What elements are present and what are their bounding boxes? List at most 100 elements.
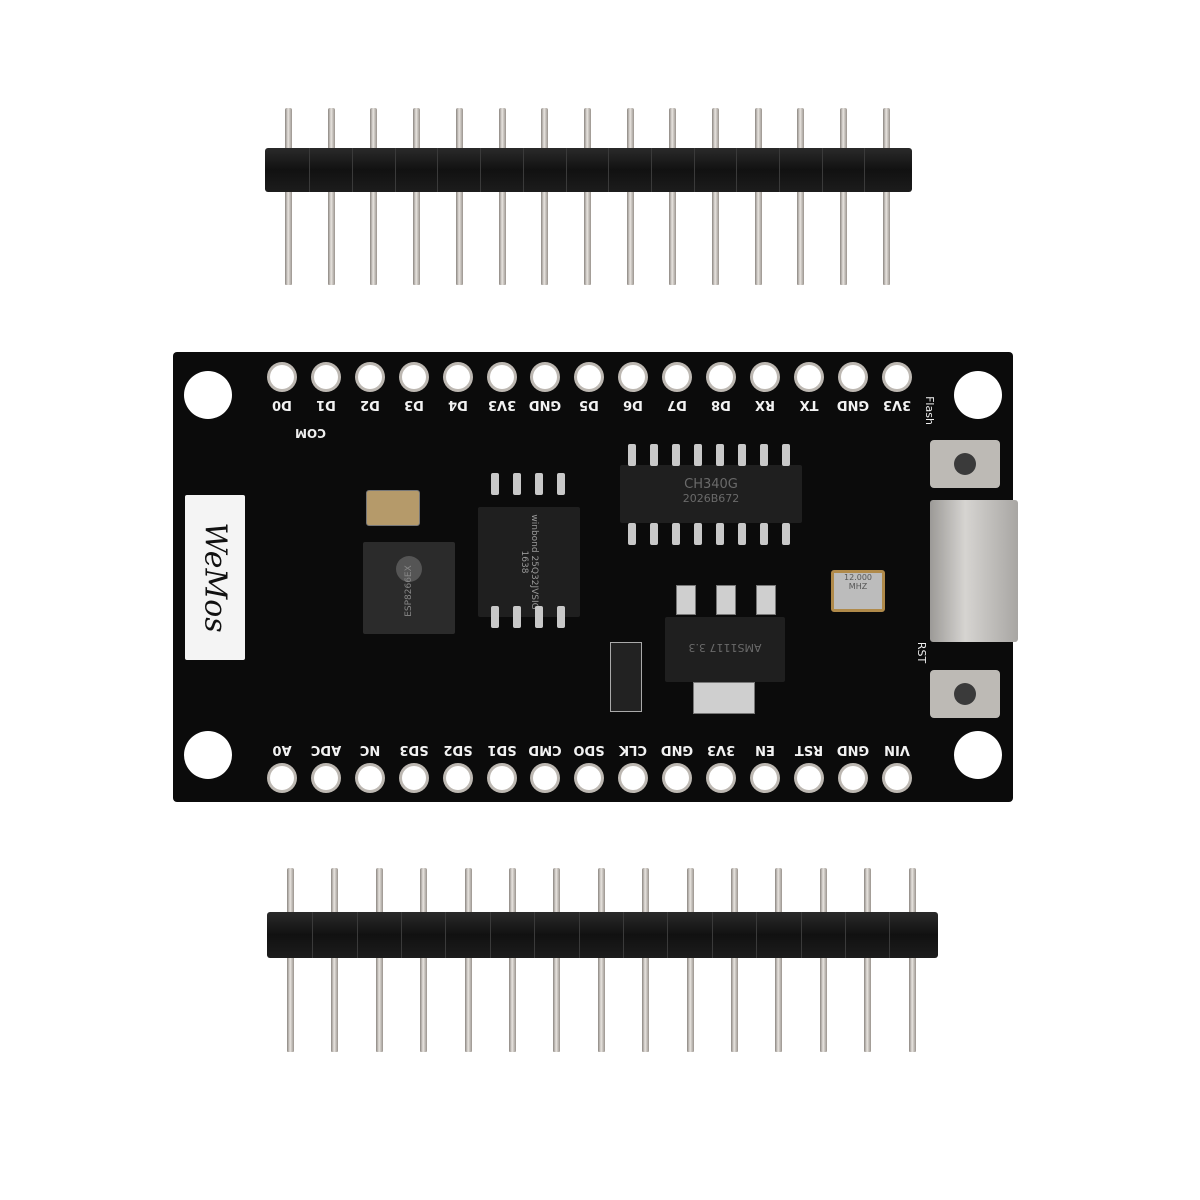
pin-hole: [445, 766, 470, 790]
chip-leg: [491, 473, 499, 495]
chip-leg: [782, 523, 790, 545]
pin-label: SD2: [443, 742, 473, 757]
header-pin: [420, 868, 428, 1052]
header-divider: [623, 912, 624, 958]
chip-leg: [716, 523, 724, 545]
header-pin: [287, 868, 294, 1052]
chip-leg: [557, 473, 565, 495]
pin-hole: [840, 766, 865, 790]
pin-hole: [270, 365, 294, 389]
header-divider: [693, 148, 695, 192]
mounting-hole: [184, 731, 232, 779]
pin-label: TX: [799, 397, 819, 412]
header-divider: [779, 148, 781, 192]
pin-hole: [533, 365, 558, 389]
header-divider: [845, 912, 846, 958]
pin-hole: [313, 365, 338, 389]
header-pin: [455, 108, 463, 285]
header-pin: [754, 108, 762, 285]
header-divider: [650, 148, 652, 192]
micro-usb-port[interactable]: [930, 500, 1018, 642]
pin-label: GND: [660, 742, 694, 757]
header-pin: [331, 868, 339, 1052]
chip-leg: [716, 444, 724, 466]
pin-label: D0: [272, 397, 292, 412]
header-pin: [597, 868, 605, 1052]
pin-hole: [752, 766, 777, 790]
reset-button[interactable]: [930, 670, 1000, 718]
pin-label: EN: [755, 742, 775, 757]
header-divider: [401, 912, 402, 958]
chip-leg: [738, 444, 746, 466]
pin-hole: [577, 766, 602, 790]
header-pin: [819, 868, 827, 1052]
flash-chip: winbond 25Q32JVSIG 1638: [478, 507, 580, 617]
pin-label: RX: [754, 397, 775, 412]
pin-label: ADC: [310, 742, 342, 757]
pin-hole: [577, 365, 602, 389]
header-divider: [522, 148, 524, 192]
header-divider: [800, 912, 802, 958]
header-divider: [352, 148, 354, 192]
pin-hole: [665, 365, 690, 389]
esp-chip-text: ESP8266EX: [404, 565, 414, 617]
pin-label: D1: [315, 397, 336, 412]
header-pin: [464, 868, 472, 1052]
pin-label: CMD: [528, 742, 563, 757]
chip-leg: [694, 523, 702, 545]
pin-hole: [357, 766, 382, 790]
header-divider: [394, 148, 396, 192]
flash-button[interactable]: [930, 440, 1000, 488]
mounting-hole: [954, 731, 1002, 779]
pin-label: A0: [272, 742, 292, 757]
wemos-logo: WeMos: [185, 495, 245, 660]
pin-hole: [489, 766, 514, 790]
crystal-12mhz: 12.000 MHZ: [831, 570, 885, 612]
pin-label: D5: [579, 397, 600, 412]
com-label: COM: [295, 426, 326, 440]
pin-hole: [796, 365, 821, 389]
chip-leg: [782, 444, 790, 466]
mounting-hole: [954, 371, 1002, 419]
pin-label: GND: [529, 397, 562, 412]
pin-hole: [270, 766, 294, 790]
pin-label: D8: [711, 397, 731, 412]
pin-hole: [884, 766, 909, 790]
chip-leg: [628, 523, 636, 545]
pin-label: GND: [836, 742, 869, 757]
header-divider: [578, 912, 580, 958]
header-pin: [553, 868, 561, 1052]
pin-label: NC: [359, 742, 381, 757]
regulator-tab: [693, 682, 755, 714]
crystal-text: 12.000 MHZ: [844, 573, 872, 591]
chip-leg: [738, 523, 746, 545]
pin-hole: [709, 766, 733, 790]
pin-hole: [709, 365, 733, 389]
regulator-pad: [676, 585, 696, 615]
chip-leg: [513, 606, 521, 628]
header-divider: [667, 912, 669, 958]
header-pin: [642, 868, 650, 1052]
chip-leg: [672, 444, 680, 466]
pin-hole: [884, 365, 909, 389]
header-pin: [686, 868, 694, 1052]
pin-hole: [313, 766, 338, 790]
header-divider: [565, 148, 567, 192]
pin-hole: [489, 365, 514, 389]
header-pin: [712, 108, 719, 285]
header-plastic: [265, 148, 912, 192]
chip-leg: [513, 473, 521, 495]
chip-leg: [628, 444, 636, 466]
chip-leg: [491, 606, 499, 628]
espressif-logo-icon: [396, 556, 422, 582]
pin-label: SDO: [573, 742, 605, 757]
header-pin: [413, 108, 421, 285]
chip-leg: [694, 444, 702, 466]
header-divider: [864, 148, 866, 192]
header-divider: [312, 912, 314, 958]
pin-hole: [796, 766, 821, 790]
mounting-hole: [184, 371, 232, 419]
header-pin: [375, 868, 383, 1052]
header-pin: [285, 108, 292, 285]
